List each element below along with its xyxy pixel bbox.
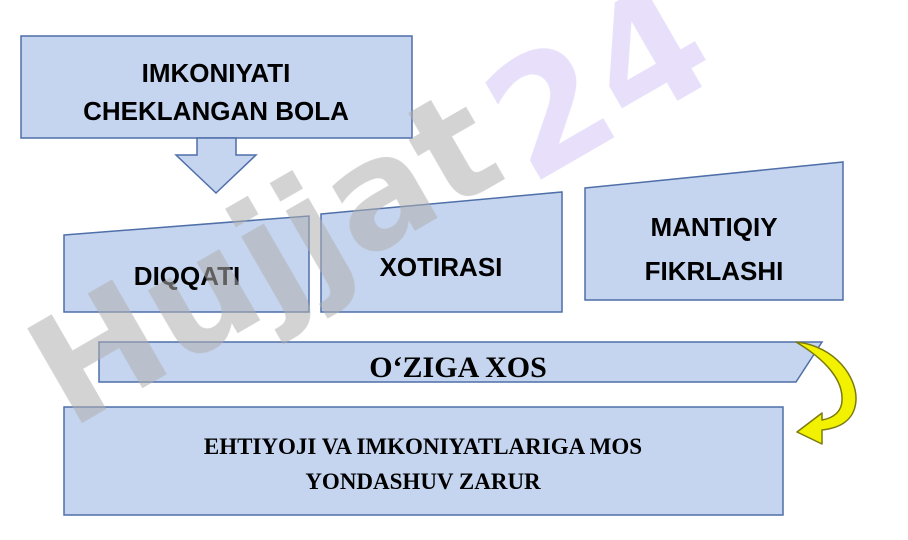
bottom-box: EHTIYOJI VA IMKONIYATLARIGA MOS YONDASHU…	[63, 406, 784, 516]
top-box-line2: CHEKLANGAN BOLA	[83, 96, 349, 126]
xotirasi-box-shape	[320, 191, 563, 313]
banner-label: O‘ZIGA XOS	[369, 351, 547, 384]
top-box-shape	[20, 35, 413, 139]
diqqati-box-shape	[63, 215, 310, 313]
bottom-box-shape	[63, 406, 784, 516]
mantiqiy-box-shape	[584, 161, 844, 301]
diqqati-box: DIQQATI	[63, 215, 310, 313]
bottom-line2: YONDASHUV ZARUR	[305, 469, 541, 494]
top-box-line1: IMKONIYATI	[142, 58, 291, 88]
mantiqiy-line1: MANTIQIY	[650, 212, 777, 242]
diqqati-label: DIQQATI	[134, 261, 240, 291]
xotirasi-box: XOTIRASI	[320, 191, 563, 313]
bottom-line1: EHTIYOJI VA IMKONIYATLARIGA MOS	[204, 434, 642, 459]
curved-arrow-icon	[795, 341, 857, 445]
banner-box: O‘ZIGA XOS	[98, 341, 824, 384]
banner-box-shape	[98, 341, 824, 383]
down-arrow-icon	[174, 137, 258, 195]
top-box: IMKONIYATI CHEKLANGAN BOLA	[20, 35, 413, 139]
mantiqiy-line2: FIKRLASHI	[645, 256, 784, 286]
mantiqiy-box: MANTIQIY FIKRLASHI	[584, 161, 844, 301]
xotirasi-label: XOTIRASI	[380, 252, 503, 282]
